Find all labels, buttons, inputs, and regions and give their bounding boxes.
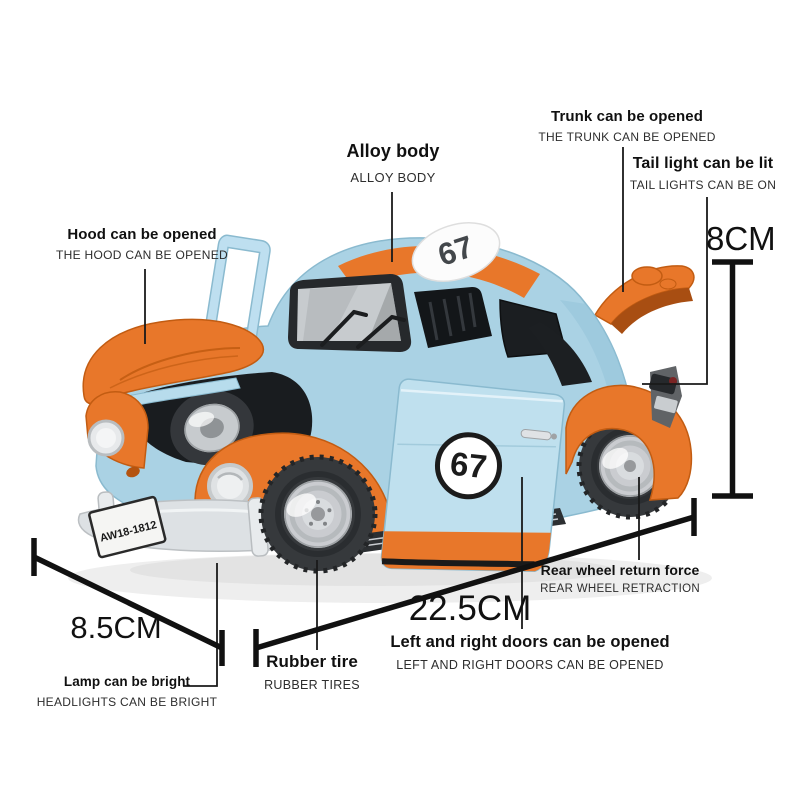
callout-rear-wheel: Rear wheel return force REAR WHEEL RETRA… bbox=[500, 562, 740, 596]
callout-hood-title: Hood can be opened bbox=[67, 226, 217, 243]
dimension-height-label: 8CM bbox=[706, 220, 776, 257]
callout-alloy-body: Alloy body ALLOY BODY bbox=[273, 141, 513, 186]
callout-trunk: Trunk can be opened THE TRUNK CAN BE OPE… bbox=[507, 108, 747, 145]
callout-rear-wheel-subtitle: REAR WHEEL RETRACTION bbox=[540, 583, 700, 596]
dimension-width-8-5cm bbox=[31, 538, 225, 666]
callout-lamp-title: Lamp can be bright bbox=[63, 674, 191, 689]
leader-tail-light bbox=[642, 197, 708, 385]
callout-trunk-subtitle: THE TRUNK CAN BE OPENED bbox=[538, 130, 716, 145]
callout-lamp: Lamp can be bright HEADLIGHTS CAN BE BRI… bbox=[17, 674, 237, 709]
callout-tail-light: Tail light can be lit TAIL LIGHTS CAN BE… bbox=[583, 155, 800, 193]
rear-window bbox=[528, 322, 592, 386]
rear-trunk-lid bbox=[593, 265, 695, 334]
callout-rubber-tire-subtitle: RUBBER TIRES bbox=[264, 677, 360, 692]
right-door-open: 67 bbox=[380, 378, 566, 573]
wiper-right bbox=[356, 315, 406, 349]
dimension-front-width-label: 8.5CM bbox=[70, 610, 162, 645]
callout-tail-light-title: Tail light can be lit bbox=[632, 155, 774, 172]
callout-lamp-subtitle: HEADLIGHTS CAN BE BRIGHT bbox=[36, 694, 218, 709]
callout-alloy-body-title: Alloy body bbox=[346, 141, 440, 161]
callout-hood: Hood can be opened THE HOOD CAN BE OPENE… bbox=[32, 226, 252, 263]
callout-rear-wheel-title: Rear wheel return force bbox=[540, 562, 700, 578]
door-racing-roundel bbox=[434, 432, 502, 500]
side-windows bbox=[414, 287, 592, 386]
dimension-height-8cm bbox=[712, 259, 753, 499]
license-plate: AW18-1812 bbox=[88, 495, 167, 559]
callout-alloy-body-subtitle: ALLOY BODY bbox=[350, 169, 436, 185]
dimension-lines bbox=[31, 259, 753, 667]
callout-doors-subtitle: LEFT AND RIGHT DOORS CAN BE OPENED bbox=[396, 657, 664, 672]
callout-rubber-tire: Rubber tire RUBBER TIRES bbox=[222, 652, 402, 692]
front-wheel bbox=[258, 454, 378, 574]
callout-trunk-title: Trunk can be opened bbox=[551, 108, 703, 125]
door-racing-number: 67 bbox=[448, 445, 488, 486]
dimension-length-22-5cm bbox=[253, 498, 697, 667]
wiper-left bbox=[320, 310, 368, 347]
callout-doors-title: Left and right doors can be opened bbox=[390, 633, 670, 651]
callout-rubber-tire-title: Rubber tire bbox=[266, 652, 358, 671]
trunk-scoop bbox=[631, 266, 663, 286]
roof-racing-roundel: 67 bbox=[411, 222, 501, 282]
leader-lamp bbox=[183, 563, 218, 687]
tail-light bbox=[649, 366, 682, 428]
callout-tail-light-subtitle: TAIL LIGHTS CAN BE ON bbox=[629, 178, 777, 193]
dimension-length-label: 22.5CM bbox=[408, 589, 532, 628]
far-front-fender bbox=[85, 391, 149, 478]
door-bottom-trim bbox=[381, 558, 535, 568]
callout-doors: Left and right doors can be opened LEFT … bbox=[350, 633, 710, 672]
windshield bbox=[288, 274, 412, 352]
callout-hood-subtitle: THE HOOD CAN BE OPENED bbox=[56, 248, 228, 263]
leader-lines bbox=[144, 147, 708, 687]
